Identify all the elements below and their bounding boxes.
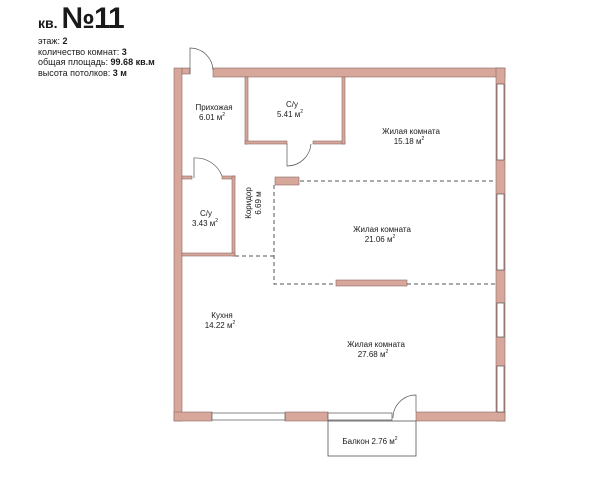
living1-name: Жилая комната (382, 127, 440, 136)
windows (211, 83, 505, 421)
wall-left (173, 67, 183, 422)
wall-bath2-right (231, 175, 236, 257)
wall-top (212, 67, 506, 78)
window-bottom-2 (327, 412, 393, 421)
corridor-area: 6.69 м (254, 191, 263, 214)
bath1-door (286, 143, 312, 167)
apartment-info: этаж: 2 количество комнат: 3 общая площа… (38, 36, 155, 78)
bath2-door (193, 157, 223, 178)
wall-bath2-top-a (181, 175, 193, 180)
window-bottom-1 (211, 412, 286, 421)
walls (173, 67, 506, 422)
window-right-4 (496, 365, 505, 413)
window-right-2 (496, 193, 505, 271)
balcony-outline (327, 420, 417, 457)
hall-name: Прихожая (195, 103, 232, 112)
wall-corridor-stub (274, 176, 300, 186)
zone-line-left (273, 185, 336, 285)
wall-bath1-bottom-b (312, 140, 346, 145)
wall-bottom-3 (415, 411, 506, 422)
apartment-number: №11 (61, 2, 125, 35)
corridor-name: Коридор (244, 187, 253, 219)
apartment-title: кв. №11 (38, 4, 155, 34)
bath2-name: С/у (200, 209, 212, 218)
living3-area: 27.68 м2 (358, 349, 389, 359)
room-labels: Прихожая 6.01 м2 С/у 5.41 м2 Жилая комна… (192, 100, 440, 446)
hall-area: 6.01 м2 (199, 112, 225, 122)
wall-bath1-left (244, 76, 249, 145)
kitchen-area: 14.22 м2 (205, 320, 236, 330)
doors (189, 47, 417, 419)
info-rooms: количество комнат: 3 (38, 46, 127, 57)
window-right-1 (496, 83, 505, 161)
bath1-name: С/у (286, 100, 298, 109)
wall-top-left-stub (181, 67, 191, 75)
info-area: общая площадь: 99.68 кв.м (38, 57, 155, 67)
balcony-label: Балкон 2.76 м2 (342, 436, 397, 446)
header: кв. №11 этаж: 2 количество комнат: 3 общ… (38, 4, 155, 78)
wall-bottom-1 (173, 411, 213, 422)
balcony-door (392, 394, 417, 419)
kitchen-name: Кухня (211, 311, 232, 320)
info-floor: этаж: 2 (38, 36, 68, 46)
window-right-3 (496, 302, 505, 338)
bath2-area: 3.43 м2 (192, 218, 218, 228)
living1-area: 15.18 м2 (394, 136, 425, 146)
living3-name: Жилая комната (347, 340, 405, 349)
wall-bath2-bottom (181, 252, 236, 257)
bath1-area: 5.41 м2 (277, 109, 303, 119)
living2-name: Жилая комната (353, 225, 411, 234)
zone-lines (235, 180, 496, 285)
wall-bath1-right (341, 76, 346, 145)
info-ceiling: высота потолков: 3 м (38, 67, 127, 78)
wall-bottom-2 (284, 411, 329, 422)
wall-bath1-bottom-a (244, 140, 288, 145)
living2-area: 21.06 м2 (365, 234, 396, 244)
apartment-prefix: кв. (38, 15, 58, 31)
wall-partition (335, 279, 408, 287)
entrance-door (189, 47, 214, 74)
